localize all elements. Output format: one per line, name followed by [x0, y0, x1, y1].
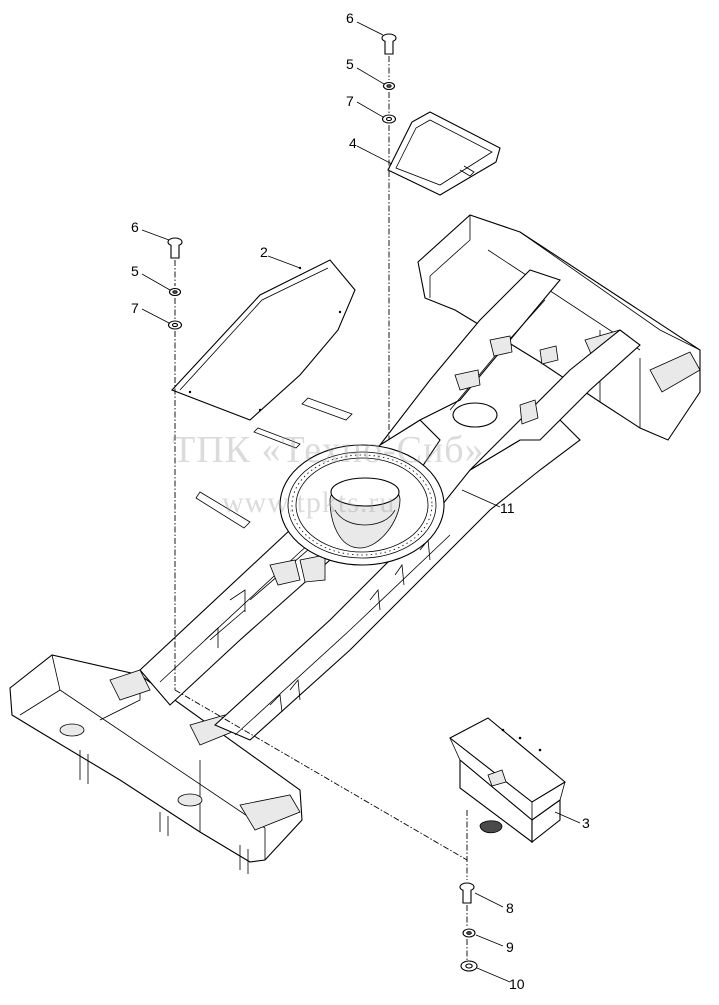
washer-10 — [460, 960, 478, 972]
callout-11: 11 — [500, 500, 515, 516]
callout-8: 8 — [506, 900, 514, 916]
bolt-6-left — [167, 237, 183, 259]
callout-10: 10 — [509, 976, 525, 992]
callout-7-top: 7 — [346, 93, 354, 109]
callout-2: 2 — [260, 244, 268, 260]
callout-6-left: 6 — [131, 219, 139, 235]
assembly-centerlines — [174, 56, 468, 960]
watermark-url: www.tpkts.ru — [222, 486, 395, 519]
flat-washer-7-left — [167, 320, 183, 330]
callout-9: 9 — [506, 939, 514, 955]
flat-washer-7-top — [381, 114, 397, 124]
bolt-6-top — [381, 33, 397, 55]
leader-lines — [141, 21, 581, 983]
callout-3: 3 — [582, 815, 590, 831]
callout-6-top: 6 — [346, 10, 354, 26]
watermark: ТПК «Техно-Сиб» www.tpkts.ru — [172, 429, 485, 519]
callout-5-top: 5 — [346, 56, 354, 72]
watermark-company: ТПК «Техно-Сиб» — [172, 429, 485, 471]
cover-plate-part-4 — [387, 111, 501, 196]
cover-plate-part-2 — [171, 259, 356, 421]
callout-4: 4 — [349, 135, 357, 151]
lock-washer-5-top — [382, 81, 396, 91]
callout-7-left: 7 — [131, 300, 139, 316]
chassis-frame — [9, 214, 701, 874]
lock-washer-5-left — [168, 287, 182, 297]
callout-labels: 6 5 7 4 6 2 5 7 11 3 8 9 10 — [131, 10, 590, 992]
box-part-3 — [448, 717, 566, 844]
callout-5-left: 5 — [131, 263, 139, 279]
bolt-8 — [459, 882, 475, 904]
washer-9 — [462, 928, 476, 938]
